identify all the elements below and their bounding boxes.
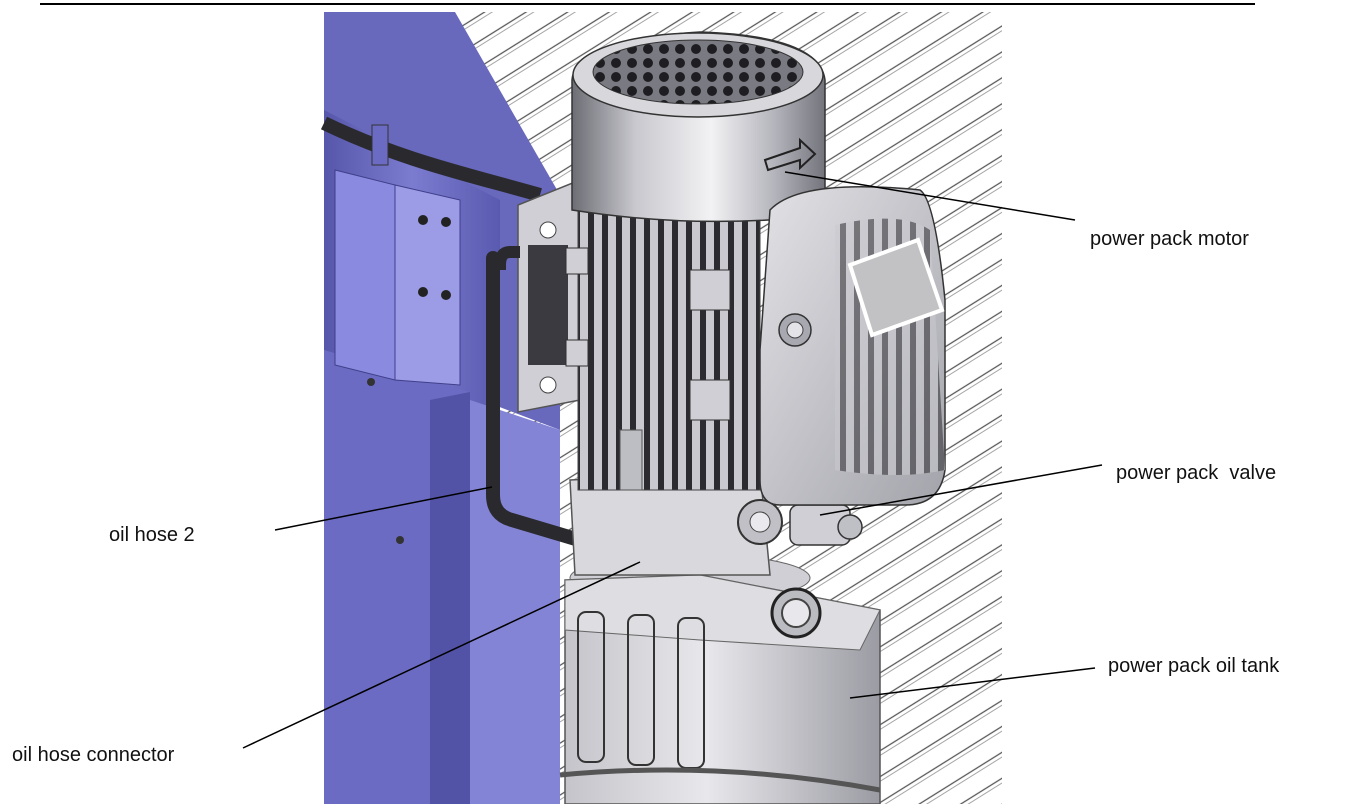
valve-leader-line <box>819 464 1103 516</box>
label-oil-hose-2: oil hose 2 <box>109 524 195 546</box>
motor-part <box>565 31 946 506</box>
oil-tank-part <box>559 553 881 804</box>
label-power-pack-valve: power pack valve <box>1116 462 1277 484</box>
label-power-pack-oil-tank: power pack oil tank <box>1108 655 1280 677</box>
valve-block-part <box>569 469 863 576</box>
hose2-leader-line <box>274 486 493 531</box>
tank-leader-line <box>849 667 1096 699</box>
label-oil-hose-connector: oil hose connector <box>12 744 175 766</box>
render-panel <box>320 12 1002 804</box>
label-power-pack-motor: power pack motor <box>1090 228 1249 250</box>
motor-leader-line <box>784 171 1076 221</box>
connector-leader-line <box>242 561 641 749</box>
